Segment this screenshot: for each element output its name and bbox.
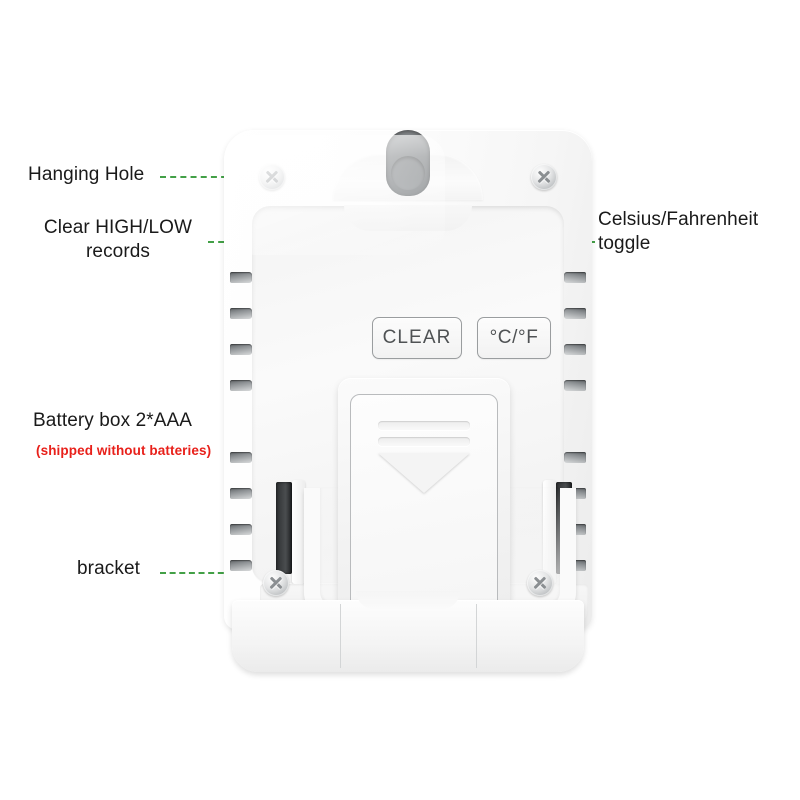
door-grip-ridge-icon [378,421,470,430]
callout-label-battery-box: Battery box 2*AAA [33,410,193,431]
phillips-screw-icon [259,164,285,190]
vent-slots-left [230,130,256,630]
device-shell: CLEAR °C/°F [224,130,592,672]
celsius-fahrenheit-button[interactable]: °C/°F [477,317,551,359]
phillips-screw-icon [527,570,553,596]
hanging-hole-icon [386,130,430,196]
leader-line-bracket [160,572,272,574]
base-seam [340,604,342,668]
bracket-slot-left-icon [276,482,292,574]
clear-button[interactable]: CLEAR [372,317,462,359]
callout-label-hanging-hole: Hanging Hole [28,164,145,185]
base-plate [232,591,584,672]
phillips-screw-icon [531,164,557,190]
recessed-well: CLEAR °C/°F [252,205,588,634]
phillips-screw-icon [263,570,289,596]
base-seam [476,604,478,668]
callout-label-clear-records: Clear HIGH/LOW records [43,217,193,262]
base-plate-notch [356,591,460,609]
callout-label-cf-toggle: Celsius/Fahrenheit toggle [598,209,759,254]
door-grip-ridge-icon [378,437,470,446]
well-top-notch [344,205,472,231]
hanging-hole-assembly [333,126,483,200]
down-arrow-icon [378,453,470,493]
bracket-arm-left [292,480,305,584]
callout-note-battery-box: (shipped without batteries) [36,443,212,458]
device-back-panel: CLEAR °C/°F [224,130,592,672]
callout-label-bracket: bracket [77,558,141,579]
